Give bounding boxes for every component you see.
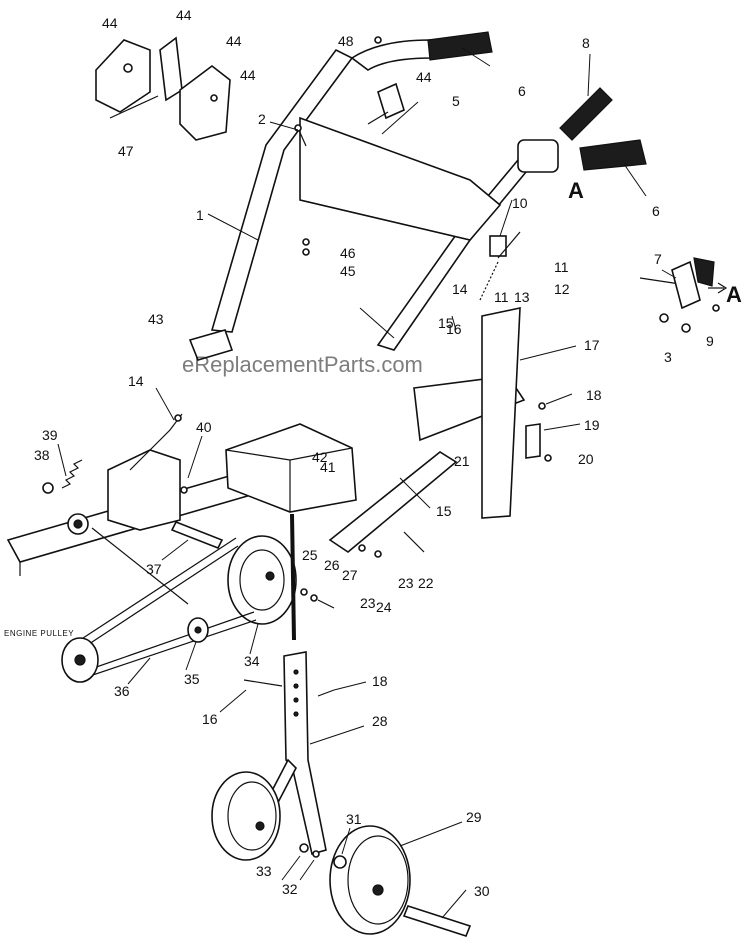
- callout-a-detail: A: [726, 282, 742, 307]
- label-17: 17: [584, 337, 600, 353]
- label-6b: 6: [652, 203, 660, 219]
- label-14a: 14: [452, 281, 468, 297]
- label-27: 27: [342, 567, 358, 583]
- label-15a: 15: [438, 315, 454, 331]
- label-18b: 18: [372, 673, 388, 689]
- label-34: 34: [244, 653, 260, 669]
- belt-drive: [61, 513, 297, 683]
- label-36: 36: [114, 683, 130, 699]
- leader-lines: [57, 47, 677, 919]
- label-23a: 23: [398, 575, 414, 591]
- part-labels: 1 2 3 5 6 6 7 8 9 10 11 11 12 13 14 14 1…: [4, 7, 742, 899]
- label-39: 39: [42, 427, 58, 443]
- wheel-assembly: [211, 651, 472, 937]
- handle-assembly: [188, 31, 647, 361]
- callout-a-main: A: [568, 178, 584, 203]
- label-25: 25: [302, 547, 318, 563]
- label-15b: 15: [436, 503, 452, 519]
- label-44c: 44: [226, 33, 242, 49]
- label-44b: 44: [176, 7, 192, 23]
- label-28: 28: [372, 713, 388, 729]
- right-detail-group: [639, 257, 728, 333]
- label-13: 13: [514, 289, 530, 305]
- label-32: 32: [282, 881, 298, 897]
- label-40: 40: [196, 419, 212, 435]
- label-9: 9: [706, 333, 714, 349]
- label-11b: 11: [494, 289, 509, 305]
- label-24: 24: [376, 599, 392, 615]
- label-11a: 11: [554, 259, 569, 275]
- label-31: 31: [346, 811, 362, 827]
- label-43: 43: [148, 311, 164, 327]
- label-35: 35: [184, 671, 200, 687]
- label-8: 8: [582, 35, 590, 51]
- label-44e: 44: [416, 69, 432, 85]
- label-33: 33: [256, 863, 272, 879]
- frame-assembly: [6, 307, 552, 609]
- label-16b: 16: [202, 711, 218, 727]
- label-19: 19: [584, 417, 600, 433]
- label-16a: 16: [446, 321, 462, 337]
- label-2: 2: [258, 111, 266, 127]
- label-45: 45: [340, 263, 356, 279]
- label-14b: 14: [128, 373, 144, 389]
- label-12: 12: [554, 281, 570, 297]
- label-44a: 44: [102, 15, 118, 31]
- label-46: 46: [340, 245, 356, 261]
- label-20: 20: [578, 451, 594, 467]
- label-30: 30: [474, 883, 490, 899]
- label-48: 48: [338, 33, 354, 49]
- label-7: 7: [654, 251, 662, 267]
- engine-pulley-label: ENGINE PULLEY: [4, 629, 74, 638]
- label-37: 37: [146, 561, 162, 577]
- exploded-bracket-group: [95, 36, 231, 141]
- label-6a: 6: [518, 83, 526, 99]
- label-5: 5: [452, 93, 460, 109]
- label-42: 42: [312, 449, 328, 465]
- label-18a: 18: [586, 387, 602, 403]
- watermark: eReplacementParts.com: [182, 352, 423, 377]
- label-10: 10: [512, 195, 528, 211]
- label-23b: 23: [360, 595, 376, 611]
- label-44d: 44: [240, 67, 256, 83]
- label-22: 22: [418, 575, 434, 591]
- label-1: 1: [196, 207, 204, 223]
- label-38: 38: [34, 447, 50, 463]
- label-29: 29: [466, 809, 482, 825]
- label-21: 21: [454, 453, 470, 469]
- label-3: 3: [664, 349, 672, 365]
- label-47: 47: [118, 143, 134, 159]
- label-26: 26: [324, 557, 340, 573]
- label-41: 41: [320, 459, 336, 475]
